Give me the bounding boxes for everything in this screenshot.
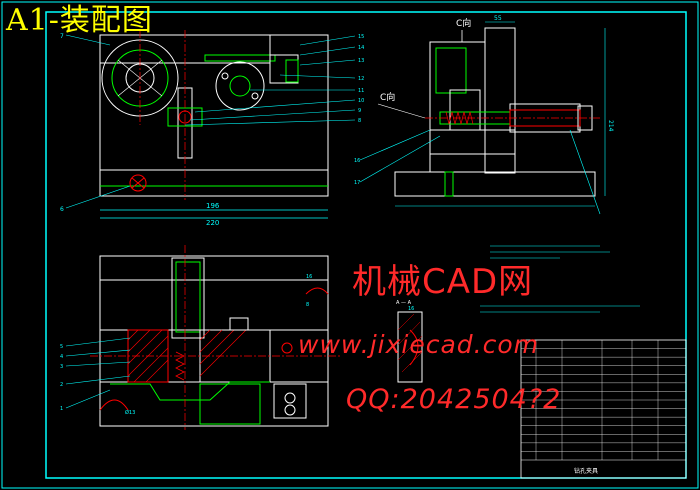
callout-5: 5 (60, 344, 63, 350)
dim-55: 55 (494, 15, 502, 22)
title-block-name: 钻孔夹具 (574, 467, 598, 475)
callout-1: 1 (60, 406, 63, 412)
dim-8: 8 (306, 302, 309, 308)
label-c-top: C向 (456, 17, 471, 29)
detail-view: A — A 16 (396, 300, 423, 383)
callout-2: 2 (60, 382, 63, 388)
callout-12: 12 (358, 76, 364, 82)
watermark-site: 机械CAD网 (352, 262, 534, 302)
technical-notes (480, 245, 640, 313)
section-view: 16 8 Ø13 5 4 3 2 1 (60, 245, 340, 430)
callout-6: 6 (60, 206, 64, 213)
callout-15: 15 (358, 34, 364, 40)
callout-13: 13 (358, 58, 364, 64)
callout-8: 8 (358, 118, 361, 124)
callout-3: 3 (60, 364, 63, 370)
callout-7: 7 (60, 33, 64, 40)
front-view: 196 220 7 6 15 14 13 12 11 10 9 8 (60, 30, 364, 227)
dim-16: 16 (306, 274, 312, 280)
callout-11: 11 (358, 88, 364, 94)
side-view: 55 214 C向 C向 16 17 (354, 15, 614, 215)
callout-9: 9 (358, 108, 361, 114)
dim-d13: Ø13 (125, 409, 135, 416)
callout-10: 10 (358, 98, 364, 104)
detail-label: A — A (396, 300, 412, 306)
dim-196: 196 (206, 202, 220, 210)
watermark-qq: QQ:2042504?2 (346, 384, 562, 415)
callout-17: 17 (354, 180, 360, 186)
watermark-url[interactable]: www.jixiecad.com (298, 330, 539, 359)
dim-220: 220 (206, 219, 219, 227)
callout-16: 16 (354, 158, 360, 164)
callout-4: 4 (60, 354, 63, 360)
drawing-title: A1-装配图 (6, 3, 153, 38)
inner-border (45, 11, 687, 479)
dim-214: 214 (607, 120, 614, 132)
detail-dim: 16 (408, 306, 414, 312)
callout-14: 14 (358, 45, 364, 51)
title-block: 钻孔夹具 (520, 339, 687, 479)
label-c-left: C向 (380, 91, 395, 103)
